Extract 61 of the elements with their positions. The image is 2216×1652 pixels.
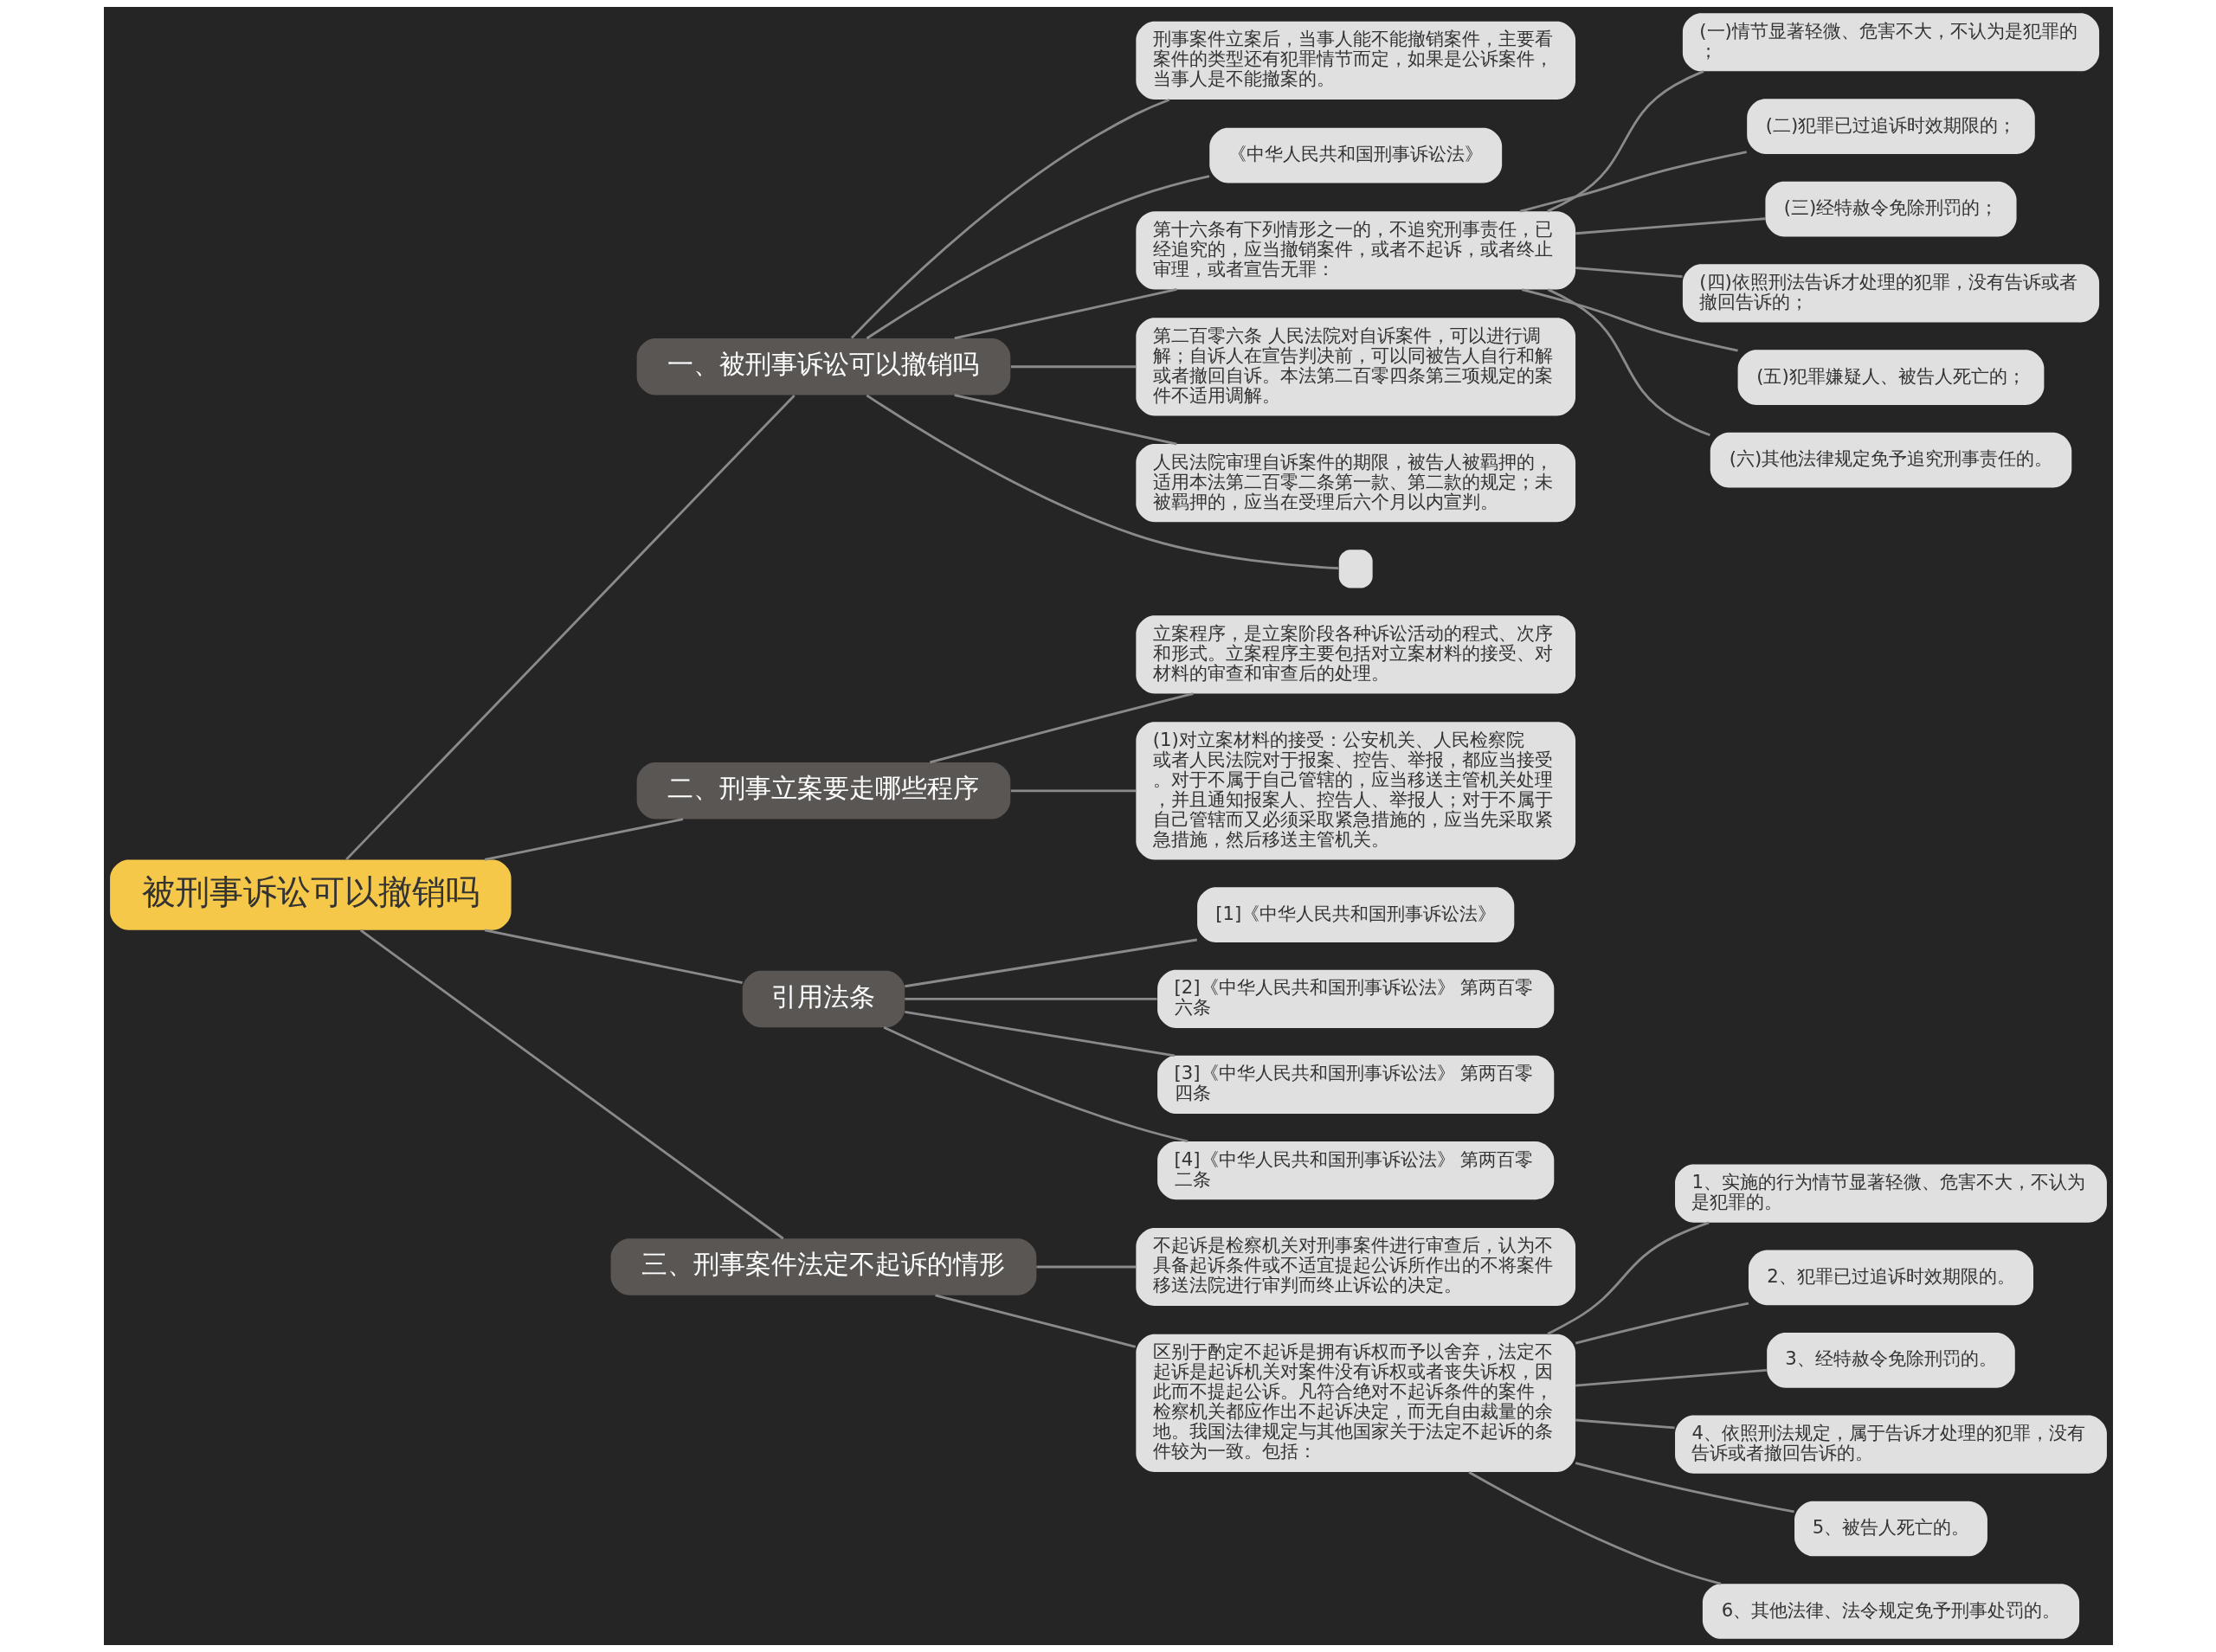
node-box: 6、其他法律、法令规定免予刑事处罚的。: [1702, 1584, 2079, 1639]
node-box: 1、实施的行为情节显著轻微、危害不大，不认为是犯罪的。: [1674, 1164, 2107, 1223]
connector: [953, 394, 1177, 446]
connector: [866, 394, 1338, 570]
node-box: 第二百零六条 人民法院对自诉案件，可以进行调解；自诉人在宣告判决前，可以同被告人自行和解或者撤回自诉。本法第二百零四条第三项规定的案件不适用调解。: [1135, 318, 1575, 416]
node-box: 被刑事诉讼可以撤销吗: [109, 859, 512, 930]
connector: [1035, 1265, 1136, 1269]
connector: [1546, 70, 1704, 213]
connector: [1519, 151, 1747, 213]
connector: [1467, 1471, 1721, 1585]
node-box: 二、刑事立案要走哪些程序: [636, 762, 1010, 820]
connector: [1546, 1221, 1710, 1335]
node-box: 引用法条: [742, 970, 905, 1028]
node-box: [1]《中华人民共和国刑事诉讼法》: [1196, 887, 1514, 942]
connector: [1010, 365, 1136, 369]
node-box: 不起诉是检察机关对刑事案件进行审查后，认为不具备起诉条件或不适宜提起公诉所作出的不将案件移送法院进行审判而终止诉讼的决定。: [1135, 1227, 1575, 1307]
connector: [1575, 267, 1683, 278]
node-box: 人民法院审理自诉案件的期限，被告人被羁押的，适用本法第二百零二条第一款、第二款的规定；未被羁押的，应当在受理后六个月以内宣判。: [1135, 444, 1575, 523]
connector: [345, 394, 796, 861]
node-box: 区别于酌定不起诉是拥有诉权而予以舍弃，法定不起诉是起诉机关对案件没有诉权或者丧失诉权，因此而不提起公诉。凡符合绝对不起诉条件的案件，检察机关都应作出不起诉决定，而无自由裁量的余地。我国法律规定与其他国家关于法定不起诉的条件较为一致。包括：: [1135, 1334, 1575, 1473]
node-box: 2、犯罪已过追诉时效期限的。: [1748, 1250, 2033, 1306]
node-box: [2]《中华人民共和国刑事诉讼法》 第两百零六条: [1156, 969, 1554, 1028]
node-box: [3]《中华人民共和国刑事诉讼法》 第两百零四条: [1156, 1055, 1554, 1115]
node-box: (二)犯罪已过追诉时效期限的；: [1746, 99, 2035, 154]
node-box: (五)犯罪嫌疑人、被告人死亡的；: [1737, 350, 2044, 405]
node-box: (四)依照刑法告诉才处理的犯罪，没有告诉或者撤回告诉的；: [1682, 264, 2099, 323]
node-box: (一)情节显著轻微、危害不大，不认为是犯罪的；: [1682, 13, 2099, 72]
node-box: 第十六条有下列情形之一的，不追究刑事责任，已经追究的，应当撤销案件，或者不起诉，或者终止审理，或者宣告无罪：: [1135, 211, 1575, 290]
connector: [1575, 1368, 1767, 1387]
connector: [883, 1026, 1188, 1143]
node-box: [1338, 550, 1373, 588]
connector: [929, 692, 1194, 764]
connector: [359, 929, 784, 1240]
connector: [1547, 288, 1710, 437]
node-box: (三)经特赦令免除刑罚的；: [1764, 181, 2017, 237]
connector: [1010, 789, 1136, 793]
node-box: [4]《中华人民共和国刑事诉讼法》 第两百零二条: [1156, 1141, 1554, 1200]
connector: [484, 929, 743, 984]
connector: [904, 938, 1197, 988]
connector: [1575, 1418, 1675, 1430]
connector: [1575, 1462, 1794, 1514]
node-box: 5、被告人死亡的。: [1794, 1501, 1987, 1557]
connector: [1521, 288, 1738, 352]
connector: [850, 98, 1169, 339]
node-box: 《中华人民共和国刑事诉讼法》: [1208, 127, 1502, 183]
connector: [1575, 1302, 1749, 1345]
connector: [904, 1010, 1175, 1057]
node-box: 一、被刑事诉讼可以撤销吗: [636, 338, 1010, 395]
node-box: 三、刑事案件法定不起诉的情形: [610, 1238, 1036, 1295]
connector: [934, 1294, 1136, 1348]
connector: [904, 998, 1157, 1000]
node-box: 立案程序，是立案阶段各种诉讼活动的程式、次序和形式。立案程序主要包括对立案材料的接受、对材料的审查和审查后的处理。: [1135, 615, 1575, 694]
connector: [484, 818, 683, 861]
connector: [953, 288, 1177, 340]
node-box: (1)对立案材料的接受：公安机关、人民检察院或者人民法院对于报案、控告、举报，都应当接受。对于不属于自己管辖的，应当移送主管机关处理，并且通知报案人、控告人、举报人；对于不属于自己管辖而又必须采取紧急措施的，应当先采取紧急措施，然后移送主管机关。: [1135, 722, 1575, 860]
node-box: 4、依照刑法规定，属于告诉才处理的犯罪，没有告诉或者撤回告诉的。: [1674, 1415, 2107, 1474]
node-box: 刑事案件立案后，当事人能不能撤销案件，主要看案件的类型还有犯罪情节而定，如果是公诉案件，当事人是不能撤案的。: [1135, 21, 1575, 100]
node-box: (六)其他法律规定免予追究刑事责任的。: [1710, 432, 2071, 488]
connector: [866, 175, 1209, 340]
node-box: 3、经特赦令免除刑罚的。: [1766, 1333, 2015, 1388]
connector: [1575, 217, 1765, 235]
